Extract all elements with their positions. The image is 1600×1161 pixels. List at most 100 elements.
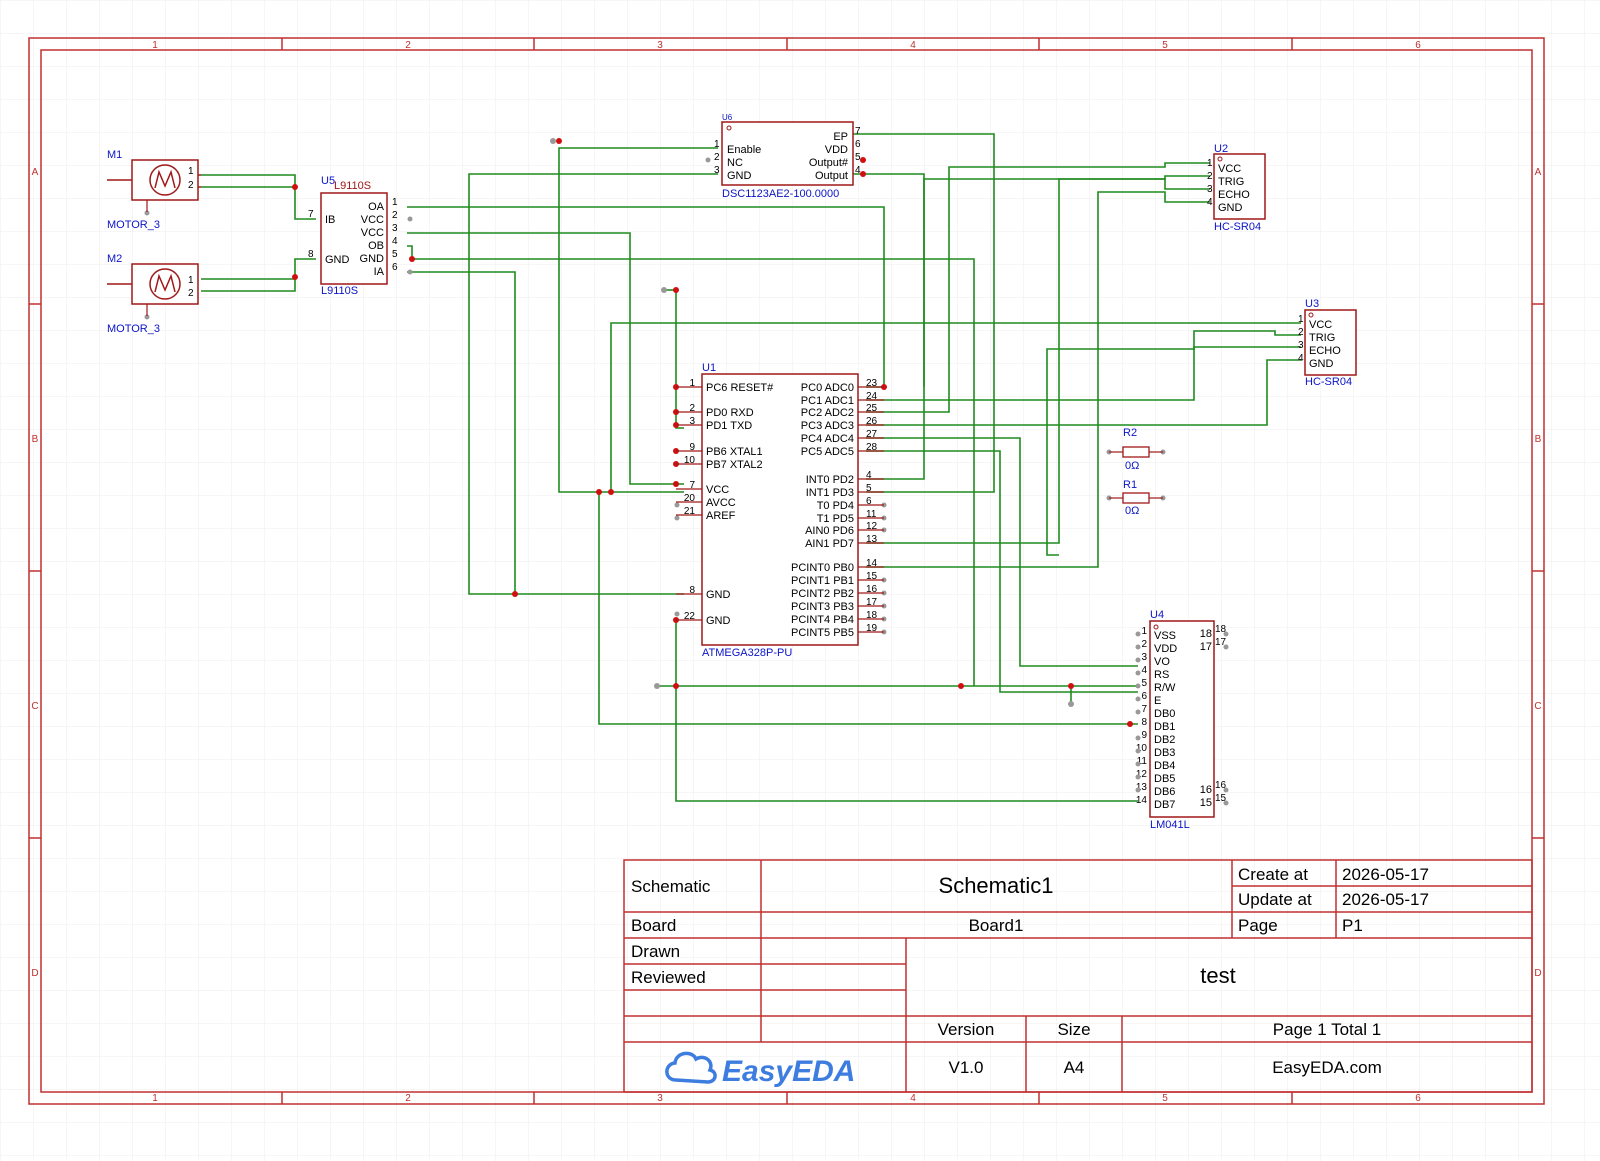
u4-pin-num: 2 xyxy=(1141,639,1147,650)
u5-pin-name: GND xyxy=(360,253,385,265)
col-label: 5 xyxy=(1162,40,1168,51)
u4-pin-name: E xyxy=(1154,695,1161,707)
u3-pin-name: ECHO xyxy=(1309,345,1341,357)
lcd-u4[interactable]: U4 VSS VDD VO RS R/W E DB0 DB1 DB2 DB3 D… xyxy=(1135,609,1229,831)
u6-pin-num: 4 xyxy=(855,165,861,176)
u1-pin-num: 24 xyxy=(866,391,878,402)
col-label: 3 xyxy=(657,40,663,51)
u6-pin-num: 1 xyxy=(714,139,720,150)
board-label: Board xyxy=(631,916,676,935)
u4-pin-num: 14 xyxy=(1136,795,1148,806)
u6-pin-name: VDD xyxy=(825,144,848,156)
u4-pin-num: 3 xyxy=(1141,652,1147,663)
r2-value: 0Ω xyxy=(1125,460,1139,472)
u1-pin-num: 4 xyxy=(866,470,872,481)
reviewed-label: Reviewed xyxy=(631,968,706,987)
u1-right-pin-stubs xyxy=(858,386,884,633)
u4-pin-name: DB0 xyxy=(1154,708,1175,720)
u1-left-pin-stubs xyxy=(676,386,702,621)
u4-pin-name: DB3 xyxy=(1154,747,1175,759)
m2-pin: 1 xyxy=(188,275,194,286)
sensor-u3[interactable]: U3 VCC TRIG ECHO GND 1 2 3 4 HC-SR04 xyxy=(1298,298,1357,388)
u1-designator: U1 xyxy=(702,362,716,374)
row-label: B xyxy=(32,434,39,445)
u4-pin-name: DB7 xyxy=(1154,799,1175,811)
sensor-u2[interactable]: U2 VCC TRIG ECHO GND 1 2 3 4 HC-SR04 xyxy=(1207,143,1266,233)
u4-pin-num: 6 xyxy=(1141,691,1147,702)
u4-pin-name: DB6 xyxy=(1154,786,1175,798)
u2-pin-name: GND xyxy=(1218,202,1243,214)
u4-pin-num: 9 xyxy=(1141,730,1147,741)
u4-pin-num: 18 xyxy=(1200,628,1212,640)
u1-pin-num: 11 xyxy=(866,509,877,520)
project-name: test xyxy=(1200,963,1235,988)
u2-pin-num: 4 xyxy=(1207,197,1213,208)
u1-pin-num: 8 xyxy=(689,585,695,596)
u1-pin-num: 22 xyxy=(684,611,696,622)
wires xyxy=(201,133,1301,802)
u6-pin-name: EP xyxy=(833,131,848,143)
u1-pin-num: 18 xyxy=(866,610,878,621)
page-value: P1 xyxy=(1342,916,1363,935)
schematic-name: Schematic1 xyxy=(939,873,1054,898)
u3-pin-name: TRIG xyxy=(1309,332,1335,344)
u1-pin-name: PCINT1 PB1 xyxy=(791,575,854,587)
u2-designator: U2 xyxy=(1214,143,1228,155)
u1-pin-num: 7 xyxy=(689,480,695,491)
resistor-r2[interactable]: R2 0Ω xyxy=(1109,427,1163,472)
u2-pin-num: 1 xyxy=(1207,158,1213,169)
u5-pin-name: VCC xyxy=(361,227,384,239)
u5-pin-name: OA xyxy=(368,201,385,213)
motor-symbol-icon xyxy=(154,169,176,189)
u1-pin-name: PCINT5 PB5 xyxy=(791,627,854,639)
create-date: 2026-05-17 xyxy=(1342,865,1429,884)
r1-value: 0Ω xyxy=(1125,505,1139,517)
u4-pin-name: RS xyxy=(1154,669,1169,681)
title-block-text: Schematic Schematic1 Create at 2026-05-1… xyxy=(631,865,1429,1077)
col-label: 3 xyxy=(657,1093,663,1104)
u4-pin-num: 7 xyxy=(1141,704,1147,715)
update-label: Update at xyxy=(1238,890,1312,909)
motor-m1[interactable]: M1 1 2 MOTOR_3 xyxy=(107,149,201,231)
m1-value: MOTOR_3 xyxy=(107,219,160,231)
u5-pin-name: OB xyxy=(368,240,384,252)
u3-pin-name: VCC xyxy=(1309,319,1332,331)
ic-u5[interactable]: U5 L9110S IB GND 7 8 OA VCC VCC OB GND I… xyxy=(308,175,398,297)
u1-pin-num: 21 xyxy=(684,506,696,517)
u1-pin-name: PD0 RXD xyxy=(706,407,754,419)
u5-pin-num: 8 xyxy=(308,249,314,260)
u1-value: ATMEGA328P-PU xyxy=(702,647,792,659)
u5-pin-num: 3 xyxy=(392,223,398,234)
ic-u1[interactable]: U1 PC6 RESET# PD0 RXD PD1 TXD PB6 XTAL1 … xyxy=(676,362,884,659)
u4-pin-num: 16 xyxy=(1215,780,1227,791)
row-label: D xyxy=(1534,968,1541,979)
u1-pin-name: PC3 ADC3 xyxy=(801,420,854,432)
u4-pin-num: 4 xyxy=(1141,665,1147,676)
u1-pin-num: 15 xyxy=(866,571,878,582)
page-total: Page 1 Total 1 xyxy=(1273,1020,1381,1039)
u1-pin-name: PB7 XTAL2 xyxy=(706,459,763,471)
u1-pin-name: AIN0 PD6 xyxy=(805,525,854,537)
u1-pin-num: 6 xyxy=(866,496,872,507)
row-label: C xyxy=(1534,701,1541,712)
u2-pin-num: 3 xyxy=(1207,184,1213,195)
u1-pin-num: 19 xyxy=(866,623,878,634)
u3-value: HC-SR04 xyxy=(1305,376,1352,388)
cloud-icon xyxy=(665,1051,717,1084)
size-label: Size xyxy=(1057,1020,1090,1039)
ic-u6[interactable]: U6 Enable NC GND 1 2 3 EP VDD Output# Ou… xyxy=(714,113,861,200)
motor-m2[interactable]: M2 1 2 MOTOR_3 xyxy=(107,253,199,335)
u5-pin-num: 2 xyxy=(392,210,398,221)
u5-designator: U5 xyxy=(321,175,335,187)
u4-pin-num: 12 xyxy=(1136,769,1148,780)
u1-pin-num: 3 xyxy=(689,416,695,427)
r2-designator: R2 xyxy=(1123,427,1137,439)
u1-pin-num: 9 xyxy=(689,442,695,453)
version-value: V1.0 xyxy=(949,1058,984,1077)
resistor-r1[interactable]: R1 0Ω xyxy=(1109,479,1163,517)
u1-pin-num: 27 xyxy=(866,429,878,440)
u4-pin-name: VSS xyxy=(1154,630,1176,642)
col-label: 1 xyxy=(152,40,158,51)
u4-pin-num: 8 xyxy=(1141,717,1147,728)
u3-pin-num: 3 xyxy=(1298,340,1304,351)
